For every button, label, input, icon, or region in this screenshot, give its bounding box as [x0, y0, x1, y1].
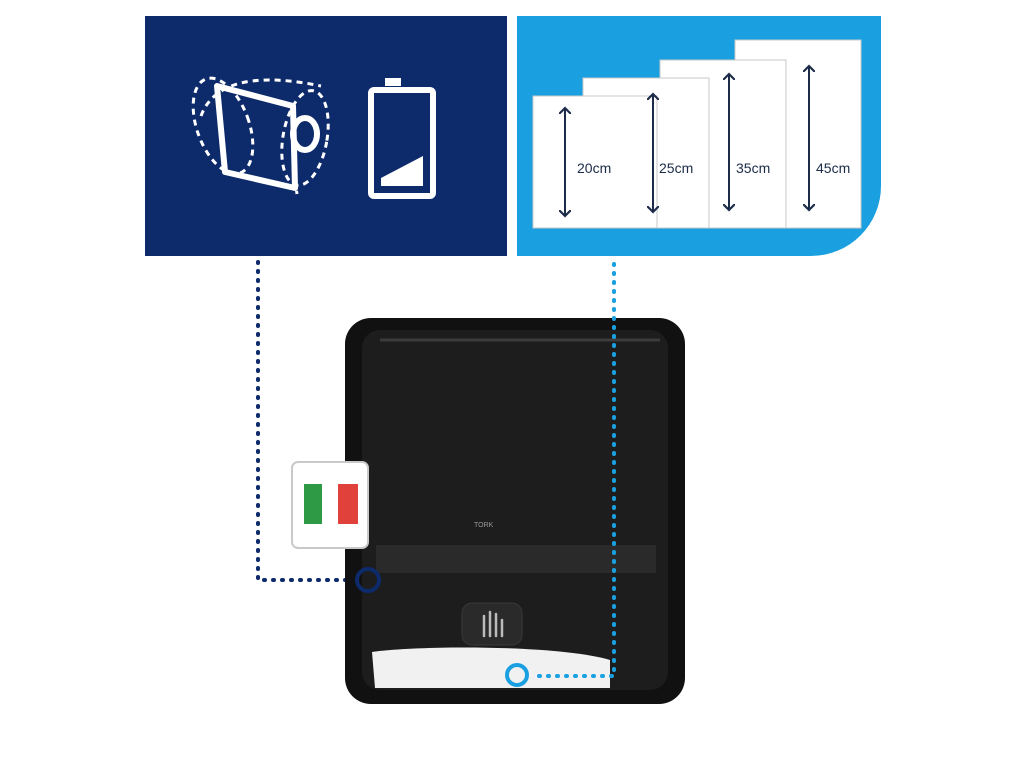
battery-roll-panel	[145, 16, 507, 256]
blue-connector	[530, 262, 616, 678]
sheet-length-graphic	[532, 39, 862, 229]
paper-towel	[372, 647, 610, 688]
sensor-hand-icon	[461, 602, 523, 646]
size-label-25: 25cm	[659, 160, 694, 176]
size-label-35: 35cm	[736, 160, 771, 176]
brand-logo: TORK	[474, 522, 494, 529]
italy-flag-icon	[291, 461, 369, 549]
sheet-length-panel: 20cm 25cm 35cm 45cm	[517, 16, 881, 256]
paper-roll-icon	[191, 76, 330, 195]
size-label-45: 45cm	[816, 160, 851, 176]
size-label-20: 20cm	[577, 160, 612, 176]
navy-connector	[256, 260, 358, 582]
roll-battery-icons	[191, 76, 436, 199]
battery-icon	[368, 78, 436, 199]
